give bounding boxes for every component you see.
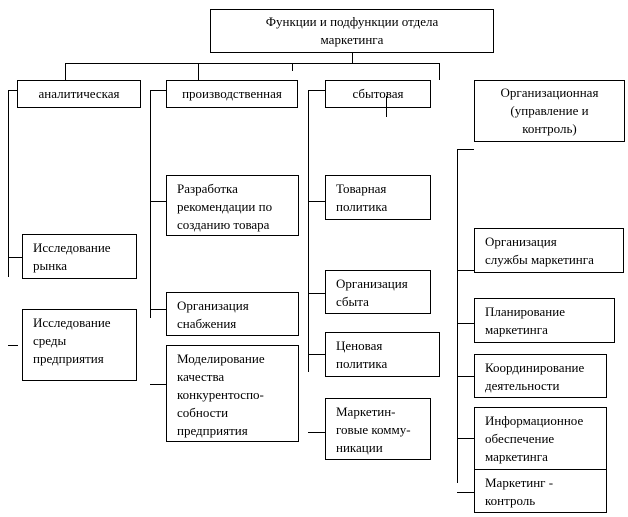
category-organizational: Организационная (управление и контроль) [474, 80, 625, 142]
category-label: сбытовая [352, 86, 404, 101]
organizational-item: Информационное обеспечение маркетинга [474, 407, 607, 470]
category-analytical: аналитическая [17, 80, 141, 108]
sales-item: Маркетин- говые комму- никации [325, 398, 431, 460]
connector-line [386, 96, 387, 117]
connector-line [150, 90, 151, 318]
item-label: Информационное обеспечение маркетинга [485, 413, 584, 464]
connector-line [308, 90, 325, 91]
connector-line [198, 63, 199, 80]
connector-line [308, 201, 325, 202]
sales-item: Товарная политика [325, 175, 431, 220]
item-label: Организация службы маркетинга [485, 234, 594, 267]
connector-line [457, 270, 474, 271]
category-production: производственная [166, 80, 298, 108]
root-title: Функции и подфункции отдела маркетинга [265, 14, 439, 47]
item-label: Организация снабжения [177, 298, 249, 331]
connector-line [457, 376, 474, 377]
connector-line [150, 90, 166, 91]
item-label: Разработка рекомендации по созданию това… [177, 181, 273, 232]
production-item: Организация снабжения [166, 292, 299, 336]
category-label: Организационная (управление и контроль) [500, 85, 599, 136]
category-label: аналитическая [38, 86, 120, 101]
connector-line [65, 63, 439, 64]
connector-line [8, 90, 9, 277]
connector-line [65, 63, 66, 80]
organizational-item: Планирование маркетинга [474, 298, 615, 343]
connector-line [457, 438, 474, 439]
item-label: Координирование деятельности [485, 360, 585, 393]
root-box: Функции и подфункции отдела маркетинга [210, 9, 494, 53]
item-label: Исследование рынка [33, 240, 111, 273]
connector-line [150, 309, 166, 310]
analytical-item: Исследование среды предприятия [22, 309, 137, 381]
organizational-item: Организация службы маркетинга [474, 228, 624, 273]
connector-line [457, 492, 474, 493]
production-item: Моделирование качества конкурентоспо- со… [166, 345, 299, 442]
item-label: Товарная политика [336, 181, 388, 214]
production-item: Разработка рекомендации по созданию това… [166, 175, 299, 236]
connector-line [308, 90, 309, 372]
connector-line [352, 53, 353, 63]
connector-line [439, 63, 440, 80]
connector-line [150, 201, 166, 202]
connector-line [308, 354, 325, 355]
sales-item: Ценовая политика [325, 332, 440, 377]
connector-line [8, 257, 22, 258]
organizational-item: Маркетинг - контроль [474, 469, 607, 513]
item-label: Организация сбыта [336, 276, 408, 309]
organizational-item: Координирование деятельности [474, 354, 607, 398]
item-label: Маркетин- говые комму- никации [336, 404, 411, 455]
category-sales: сбытовая [325, 80, 431, 108]
item-label: Моделирование качества конкурентоспо- со… [177, 351, 265, 438]
connector-line [150, 384, 166, 385]
connector-line [457, 323, 474, 324]
connector-line [8, 345, 18, 346]
item-label: Ценовая политика [336, 338, 388, 371]
sales-item: Организация сбыта [325, 270, 431, 314]
item-label: Маркетинг - контроль [485, 475, 554, 508]
connector-line [308, 432, 325, 433]
connector-line [457, 149, 458, 483]
category-label: производственная [182, 86, 282, 101]
connector-line [308, 293, 325, 294]
connector-line [8, 90, 17, 91]
connector-line [292, 63, 293, 71]
analytical-item: Исследование рынка [22, 234, 137, 279]
item-label: Исследование среды предприятия [33, 315, 111, 366]
item-label: Планирование маркетинга [485, 304, 565, 337]
connector-line [457, 149, 474, 150]
